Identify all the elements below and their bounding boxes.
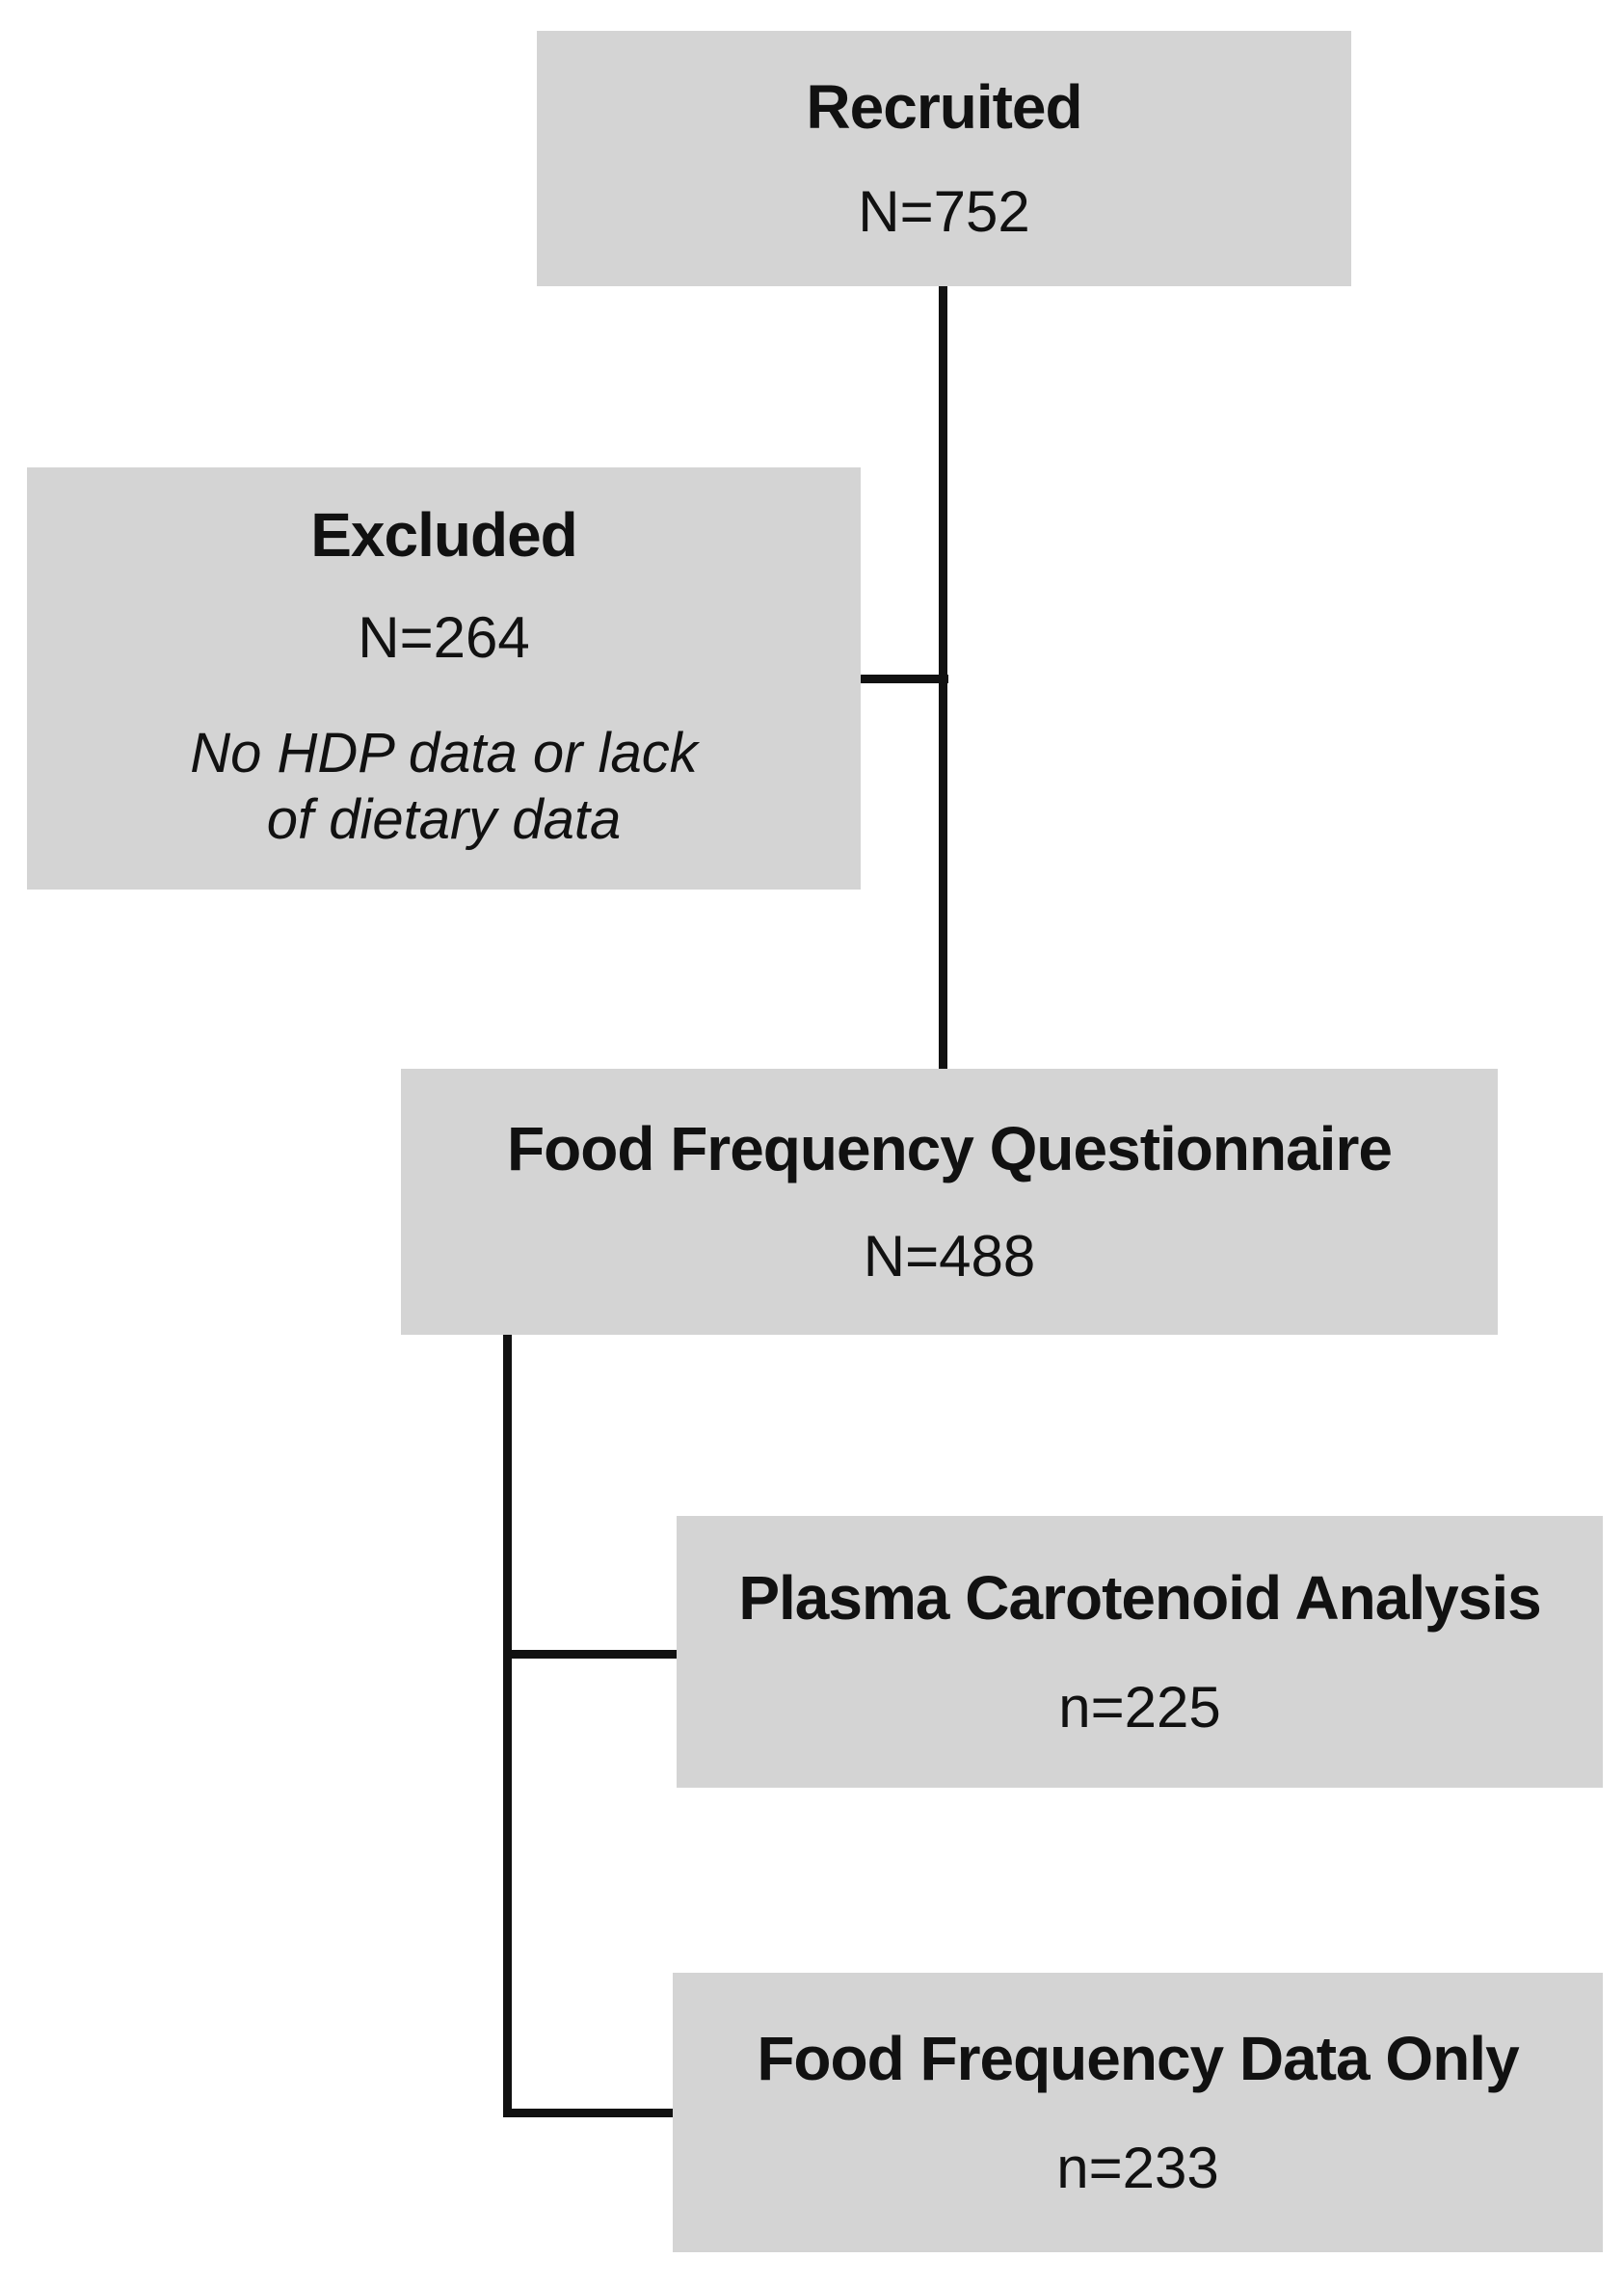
connector-ffq-to-plasma	[503, 1650, 677, 1659]
ffd-only-count: n=233	[1056, 2136, 1219, 2201]
recruited-title: Recruited	[806, 72, 1082, 143]
plasma-carotenoid-analysis-box: Plasma Carotenoid Analysis n=225	[677, 1516, 1603, 1788]
excluded-reason-line1: No HDP data or lack	[190, 721, 698, 784]
food-frequency-data-only-box: Food Frequency Data Only n=233	[673, 1973, 1603, 2252]
connector-ffq-to-ffd-only	[503, 2109, 673, 2117]
excluded-count: N=264	[358, 604, 530, 670]
connector-excluded-branch	[861, 675, 948, 683]
excluded-box: Excluded N=264 No HDP data or lack of di…	[27, 467, 861, 890]
recruited-count: N=752	[858, 178, 1030, 244]
excluded-reason-note: No HDP data or lack of dietary data	[190, 720, 698, 854]
ffd-only-title: Food Frequency Data Only	[757, 2023, 1519, 2093]
ffq-title: Food Frequency Questionnaire	[507, 1113, 1393, 1183]
recruited-box: Recruited N=752	[537, 31, 1351, 286]
excluded-title: Excluded	[310, 500, 578, 571]
connector-ffq-down	[503, 1335, 512, 2117]
plasma-count: n=225	[1058, 1675, 1221, 1740]
plasma-title: Plasma Carotenoid Analysis	[738, 1562, 1541, 1633]
excluded-reason-line2: of dietary data	[266, 788, 622, 852]
ffq-count: N=488	[863, 1224, 1036, 1289]
food-frequency-questionnaire-box: Food Frequency Questionnaire N=488	[401, 1069, 1498, 1335]
